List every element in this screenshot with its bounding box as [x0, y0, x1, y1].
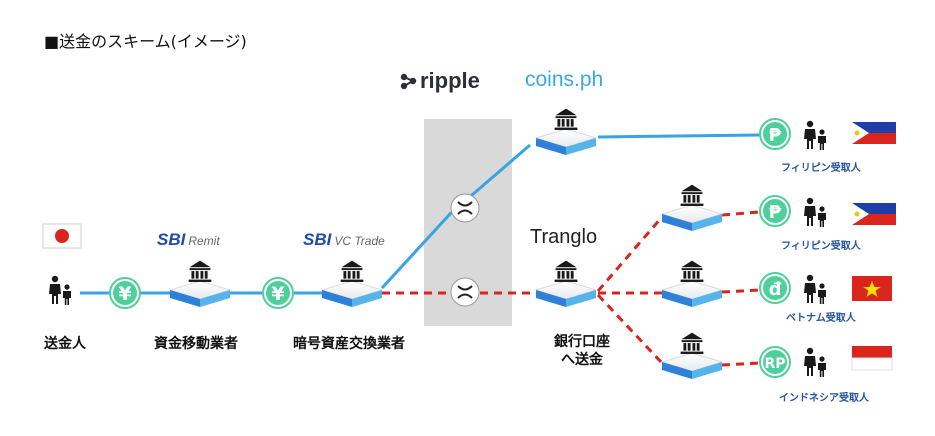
page-title: ■送金のスキーム(イメージ) — [44, 32, 247, 51]
platform-coins — [534, 108, 598, 155]
philippines-flag-icon-mid — [852, 203, 896, 225]
person-icon-id — [804, 347, 826, 377]
platform-bank2 — [660, 260, 724, 307]
line-coins-to-ph — [597, 133, 761, 139]
dash-tranglo-to-bank3 — [596, 293, 664, 365]
rupiah-coin: RP — [759, 346, 791, 378]
platform-vc — [320, 260, 384, 307]
japan-flag-icon — [42, 223, 82, 249]
indonesia-flag-icon — [851, 346, 893, 371]
dash-bank1-to-ph — [721, 210, 761, 217]
yen-symbol-2: ¥ — [271, 283, 284, 305]
dash-tranglo-to-bank1 — [596, 216, 664, 292]
vietnam-flag-icon — [852, 276, 892, 301]
coins-logo-text: coins.ph — [525, 68, 604, 91]
platform-bank1 — [660, 184, 724, 231]
yen-coin-1: ¥ — [109, 277, 141, 309]
fund-transfer-label: 資金移動業者 — [154, 336, 238, 352]
platform-remit — [168, 260, 232, 307]
dong-symbol: đ — [769, 279, 782, 300]
sbi-vc-mark: SBI — [303, 230, 332, 249]
xrp-circle-bottom — [450, 277, 480, 307]
platform-tranglo — [534, 260, 598, 307]
philippines-flag-icon-top — [852, 122, 896, 144]
tranglo-logo-text: Tranglo — [530, 226, 598, 248]
crypto-exchange-label: 暗号資産交換業者 — [293, 336, 405, 352]
peso-symbol-mid: ₱ — [769, 202, 782, 223]
bank-transfer-label: 銀行口座 へ送金 — [552, 333, 612, 369]
peso-coin-mid: ₱ — [759, 195, 791, 227]
recipient-label-ph-top: フィリピン受取人 — [781, 163, 861, 174]
dong-coin: đ — [759, 272, 791, 304]
sender-label: 送金人 — [44, 336, 86, 352]
person-icon-sender — [49, 275, 71, 305]
recipient-label-ph-mid: フィリピン受取人 — [781, 241, 861, 252]
platform-bank3 — [660, 332, 724, 379]
line-vc-to-coins — [380, 143, 531, 290]
recipient-label-id: インドネシア受取人 — [779, 393, 869, 404]
peso-symbol-top: ₱ — [769, 125, 782, 146]
person-icon-ph-top — [804, 120, 826, 150]
person-icon-vn — [804, 274, 826, 304]
xrp-circle-top — [450, 193, 480, 223]
bank-transfer-line2: へ送金 — [561, 352, 603, 368]
rupiah-symbol: RP — [764, 356, 785, 372]
peso-coin-top: ₱ — [759, 118, 791, 150]
yen-coin-2: ¥ — [262, 277, 294, 309]
bank-transfer-line1: 銀行口座 — [554, 334, 610, 350]
yen-symbol-1: ¥ — [118, 283, 131, 305]
ripple-logo-mark — [400, 73, 417, 90]
person-icon-ph-mid — [804, 197, 826, 227]
sbi-vc-sub: VC Trade — [334, 234, 385, 248]
sbi-remit-mark: SBI — [157, 230, 186, 249]
recipient-label-vn: ベトナム受取人 — [786, 313, 856, 324]
ripple-logo-text: ripple — [420, 68, 480, 93]
dash-bank2-to-vn — [721, 288, 761, 294]
sbi-remit-sub: Remit — [188, 234, 220, 248]
dash-bank3-to-id — [721, 361, 761, 367]
